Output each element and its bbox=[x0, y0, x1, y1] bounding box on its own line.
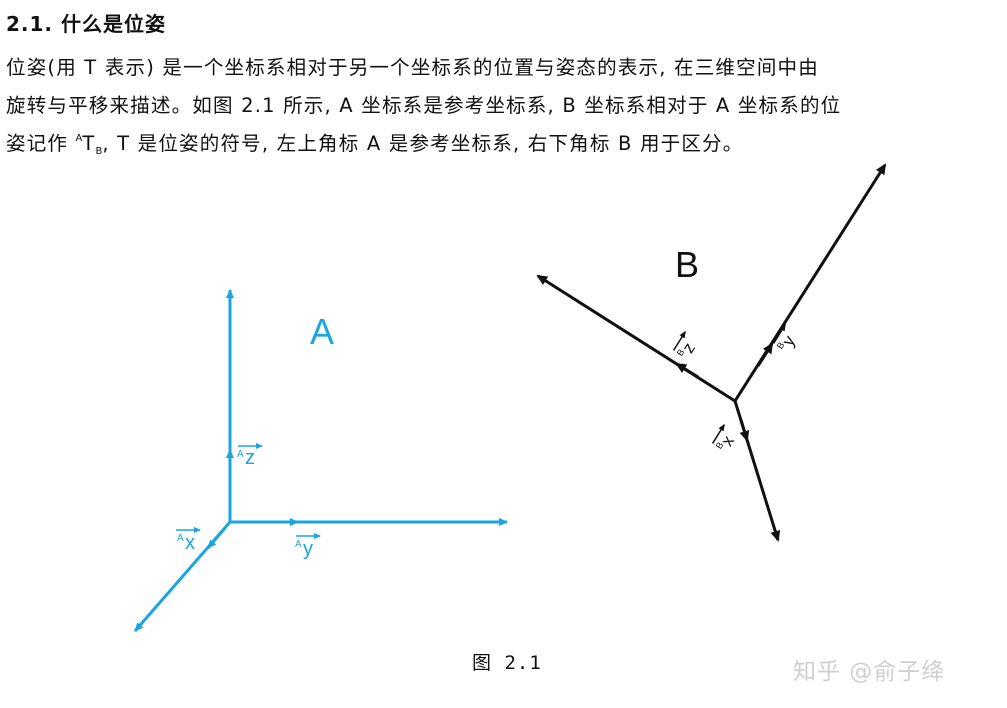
paragraph-line-3: 姿记作 ATB, T 是位姿的符号, 左上角标 A 是参考坐标系, 右下角标 B… bbox=[6, 127, 1001, 157]
frame-a-y-letter: y bbox=[303, 538, 313, 560]
frame-a-z-prefix: A bbox=[237, 449, 244, 460]
frame-b-z-axis bbox=[536, 274, 736, 403]
frame-b-z-axis-label: B z bbox=[672, 330, 699, 358]
section-heading: 2.1. 什么是位姿 bbox=[6, 12, 166, 36]
frame-b-x-axis-label: B x bbox=[711, 423, 738, 451]
frame-b-y-prefix: B bbox=[775, 340, 787, 350]
paragraph-line-2: 旋转与平移来描述。如图 2.1 所示, A 坐标系是参考坐标系, B 坐标系相对… bbox=[6, 94, 842, 117]
frame-a-z-letter: z bbox=[245, 447, 255, 469]
paragraph-line-1: 位姿(用 T 表示) 是一个坐标系相对于另一个坐标系的位置与姿态的表示, 在三维… bbox=[6, 56, 819, 79]
frame-a-z-axis-label: A z bbox=[237, 443, 263, 469]
frame-a-label: A bbox=[310, 311, 334, 352]
watermark: 知乎 @俞子绛 bbox=[793, 659, 946, 685]
pose-symbol: T bbox=[82, 132, 96, 155]
frame-a-x-prefix: A bbox=[177, 533, 184, 544]
pose-subscript: B bbox=[95, 146, 103, 157]
frame-a: A A z A y A x bbox=[133, 289, 508, 632]
frame-b-y-mid-arrow bbox=[756, 342, 774, 367]
frame-b-x-mid-arrow bbox=[739, 419, 750, 442]
pose-superscript: A bbox=[75, 133, 83, 144]
frame-b: B B z B y B x bbox=[536, 163, 887, 542]
line3-text-before: 姿记作 bbox=[6, 132, 76, 155]
frame-b-label: B bbox=[675, 244, 699, 285]
frame-a-y-prefix: A bbox=[295, 539, 302, 550]
frame-b-z-mid-arrow bbox=[675, 362, 699, 379]
frame-a-x-axis-label: A x bbox=[176, 527, 201, 554]
line3-text-after: , T 是位姿的符号, 左上角标 A 是参考坐标系, 右下角标 B 用于区分。 bbox=[102, 132, 744, 155]
frame-b-z-prefix: B bbox=[675, 347, 687, 357]
figure-caption: 图 2.1 bbox=[472, 652, 542, 674]
frame-b-x-prefix: B bbox=[714, 440, 726, 450]
frame-a-y-axis-label: A y bbox=[295, 533, 321, 560]
frame-a-x-letter: x bbox=[185, 532, 195, 554]
frame-a-x-mid-arrow bbox=[206, 527, 227, 549]
frame-b-y-axis-label: B y bbox=[772, 323, 799, 351]
